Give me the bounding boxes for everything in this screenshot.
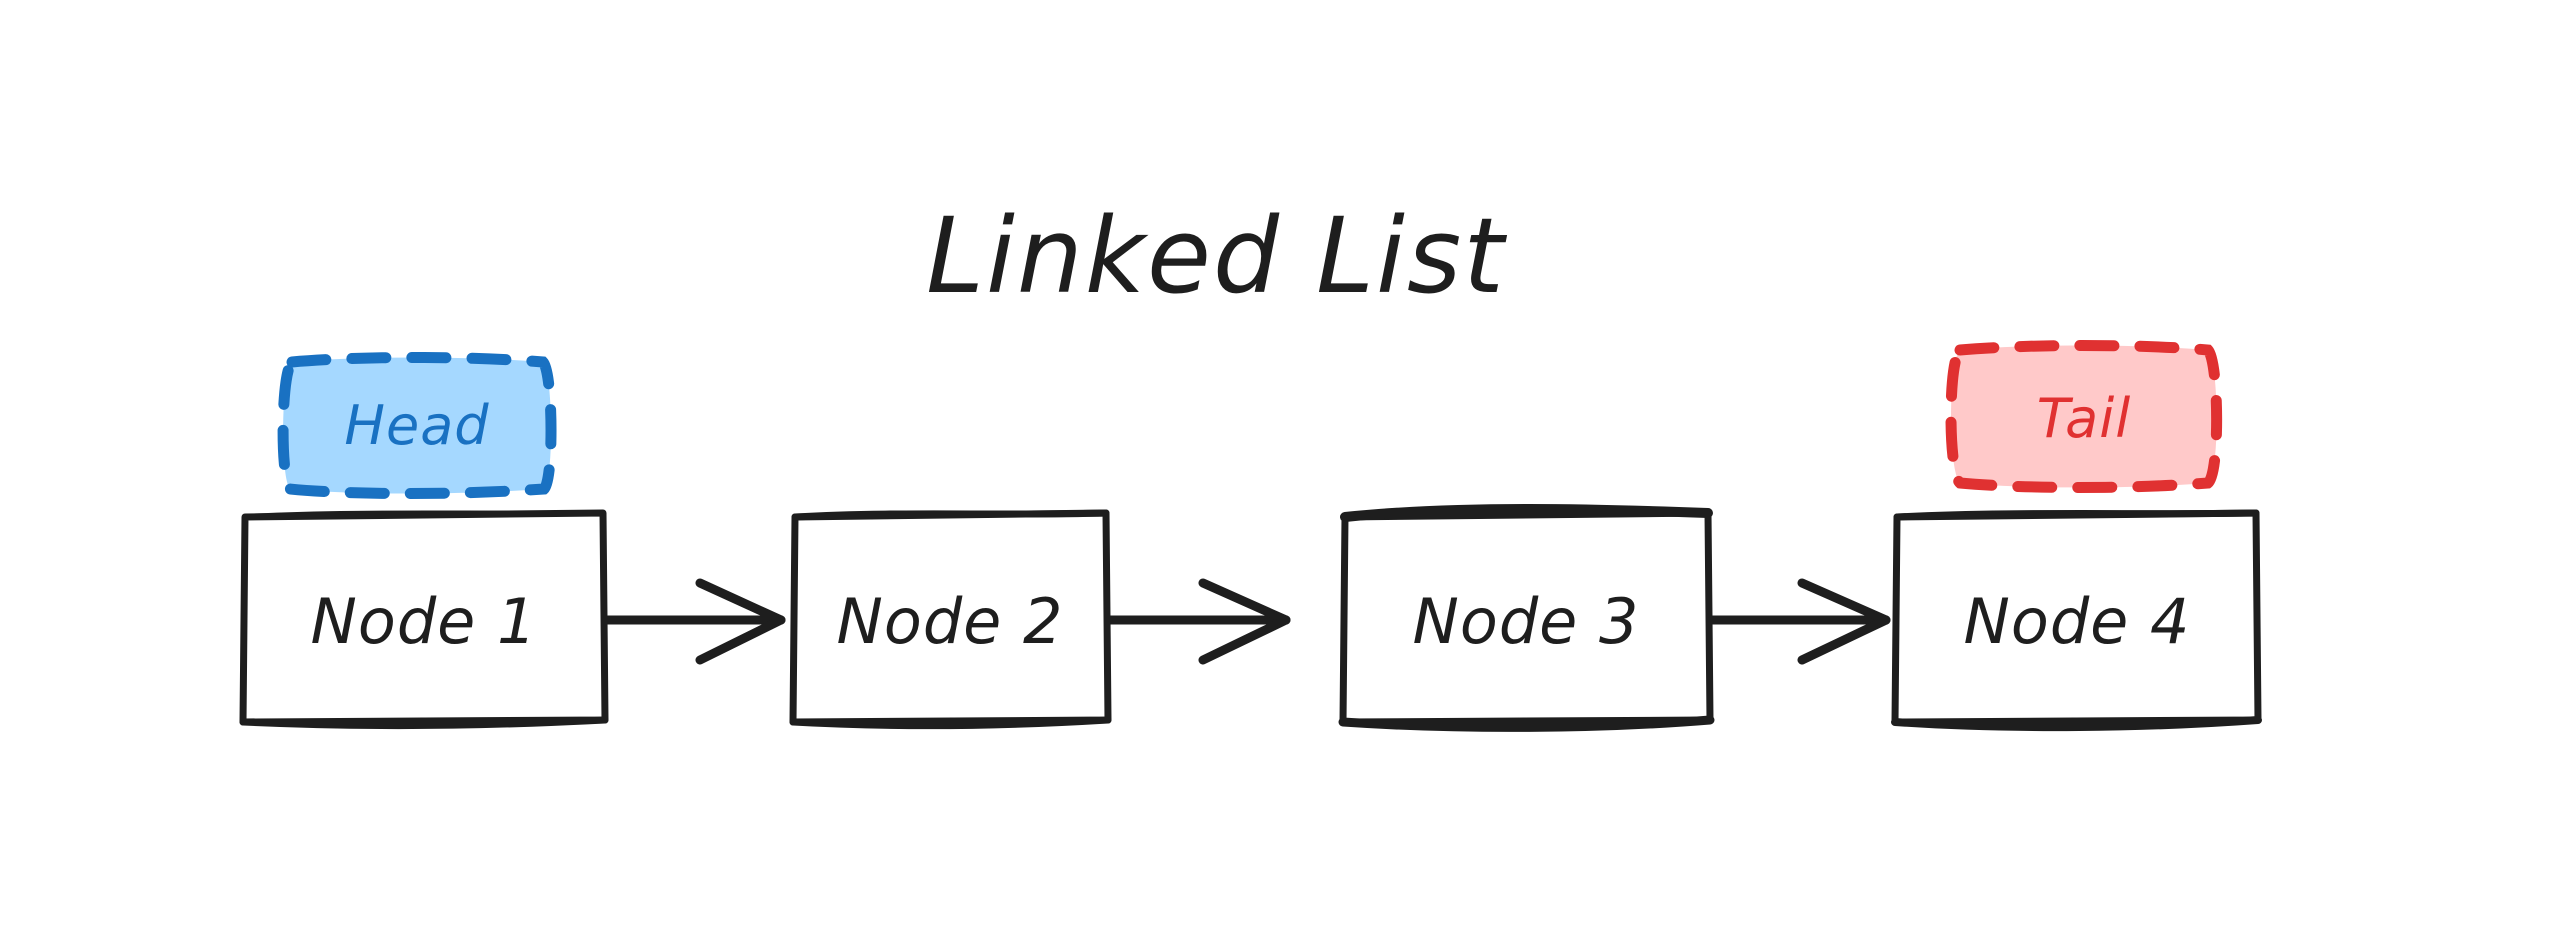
head-badge-fill (283, 357, 552, 494)
node-4-label: Node 4 (1964, 585, 2191, 658)
arrow-node-2-to-node-3 (1105, 578, 1291, 665)
node-1-bottom-stroke (239, 716, 609, 730)
node-1-label: Node 1 (311, 585, 538, 658)
node-2-top-stroke (791, 509, 1110, 521)
head-badge-label: Head (344, 394, 489, 457)
node-2-bottom-stroke (789, 716, 1112, 730)
node-3-bottom-stroke (1338, 715, 1715, 732)
arrow-2-head-upper (1198, 578, 1291, 625)
page-title: Linked List (926, 195, 1507, 317)
node-4-top-stroke (1893, 509, 2260, 521)
arrow-1-head-upper (695, 578, 786, 625)
node-2-label: Node 2 (837, 585, 1064, 658)
tail-badge-label: Tail (2037, 387, 2131, 450)
node-4-bottom-stroke (1891, 716, 2262, 732)
arrow-node-1-to-node-2 (602, 578, 786, 665)
node-box-2[interactable]: Node 2 (789, 509, 1112, 730)
arrow-1-head-lower (695, 615, 786, 665)
node-3-top-stroke (1340, 504, 1713, 522)
arrow-3-head-upper (1797, 578, 1891, 625)
arrow-3-head-lower (1797, 615, 1891, 665)
tail-badge-dashed-border (1945, 340, 2223, 493)
arrow-2-head-lower (1198, 615, 1291, 665)
head-badge-dashed-border (277, 352, 557, 499)
tail-badge-fill (1951, 345, 2217, 488)
node-box-3[interactable]: Node 3 (1338, 504, 1715, 732)
node-box-4[interactable]: Node 4 (1891, 509, 2262, 732)
node-1-top-stroke (242, 510, 606, 520)
node-3-label: Node 3 (1413, 585, 1640, 658)
head-badge[interactable]: Head (277, 352, 557, 499)
tail-badge[interactable]: Tail (1945, 340, 2223, 493)
arrow-node-3-to-node-4 (1707, 578, 1891, 665)
node-box-1[interactable]: Node 1 (239, 509, 609, 730)
